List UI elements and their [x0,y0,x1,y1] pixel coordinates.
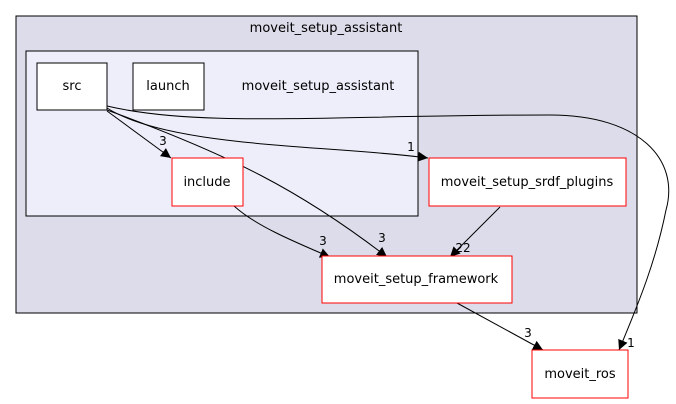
edge-line [106,110,172,159]
node-include[interactable]: include [171,157,244,207]
node-src-label: src [63,79,82,94]
node-include-label: include [183,175,230,190]
edge-src-moveit-setup-framework: 3 [106,109,388,258]
node-moveit-ros-label: moveit_ros [544,367,616,382]
node-include-box [171,157,244,207]
edges: 3 3 1 1 3 22 3 [106,105,670,351]
edge-line [106,105,670,351]
node-src[interactable]: src [36,62,108,111]
edge-label: 3 [378,231,386,245]
cluster-outer-label: moveit_setup_assistant [250,21,403,36]
node-moveit-setup-framework-label: moveit_setup_framework [334,272,499,287]
edge-line [449,206,501,258]
node-launch-box [132,62,205,111]
edge-label: 3 [159,134,167,148]
edge-label: 1 [627,336,635,350]
node-moveit-setup-framework-box [321,255,513,304]
edge-moveit-setup-framework-moveit-ros: 3 [456,302,544,351]
edge-line [233,205,331,258]
node-launch-label: launch [146,79,189,94]
node-moveit-setup-srdf-plugins[interactable]: moveit_setup_srdf_plugins [428,157,627,207]
edge-line [106,107,429,162]
edge-moveit-setup-srdf-plugins-moveit-setup-framework: 22 [449,206,501,258]
edge-include-moveit-setup-framework: 3 [233,205,331,258]
node-moveit-ros-box [531,349,629,399]
node-moveit-setup-framework[interactable]: moveit_setup_framework [321,255,513,304]
edge-line [106,109,388,258]
edge-src-moveit-ros: 1 [106,105,670,351]
node-src-box [36,62,108,111]
edge-src-include: 3 [106,110,172,159]
cluster-inner-label: moveit_setup_assistant [242,79,395,94]
node-moveit-setup-srdf-plugins-label: moveit_setup_srdf_plugins [441,175,614,190]
edge-src-moveit-setup-srdf-plugins: 1 [106,107,429,162]
edge-label: 3 [319,234,327,248]
edge-label: 3 [524,326,532,340]
node-launch[interactable]: launch [132,62,205,111]
edge-label: 1 [407,140,415,154]
edge-label: 22 [455,241,470,255]
edge-line [456,302,544,351]
node-moveit-setup-srdf-plugins-box [428,157,627,207]
node-moveit-ros[interactable]: moveit_ros [531,349,629,399]
